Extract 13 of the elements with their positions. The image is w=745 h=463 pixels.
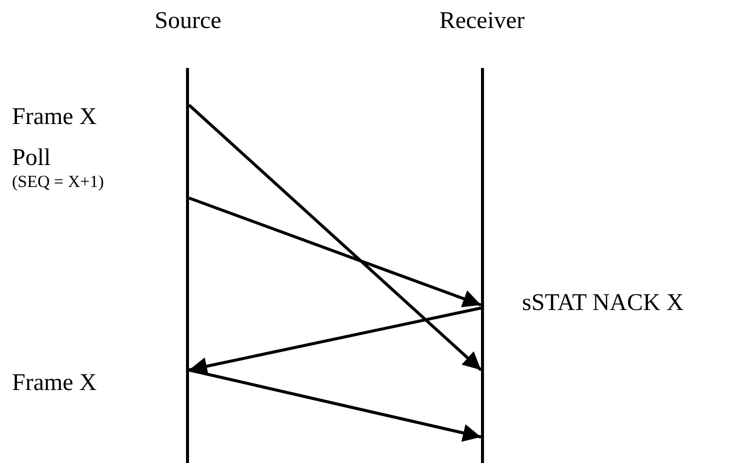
- lifeline: [481, 68, 484, 463]
- message-label: Frame X: [12, 104, 97, 131]
- message-label: (SEQ = X+1): [12, 172, 104, 192]
- message-arrow: [188, 368, 482, 442]
- message-label: sSTAT NACK X: [522, 290, 684, 317]
- message-arrow: [188, 196, 482, 308]
- message-arrow: [188, 306, 482, 376]
- lifeline: [186, 68, 189, 463]
- lifeline-header: Source: [154, 8, 222, 35]
- message-arrow: [188, 104, 482, 372]
- message-label: Poll: [12, 145, 51, 172]
- lifeline-header: Receiver: [439, 8, 525, 35]
- message-label: Frame X: [12, 370, 97, 397]
